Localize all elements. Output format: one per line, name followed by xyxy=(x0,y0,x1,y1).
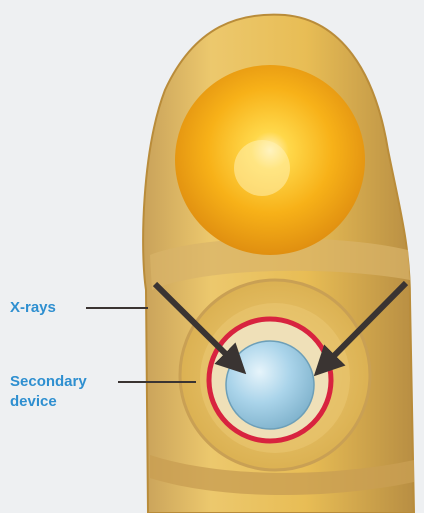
secondary-capsule-icon xyxy=(226,341,314,429)
fireball-highlight xyxy=(234,140,290,196)
secondary-label-line1: Secondary xyxy=(10,372,87,392)
secondary-device-label: Secondary device xyxy=(10,372,87,412)
secondary-label-line2: device xyxy=(10,392,87,412)
xrays-label: X-rays xyxy=(10,298,56,318)
